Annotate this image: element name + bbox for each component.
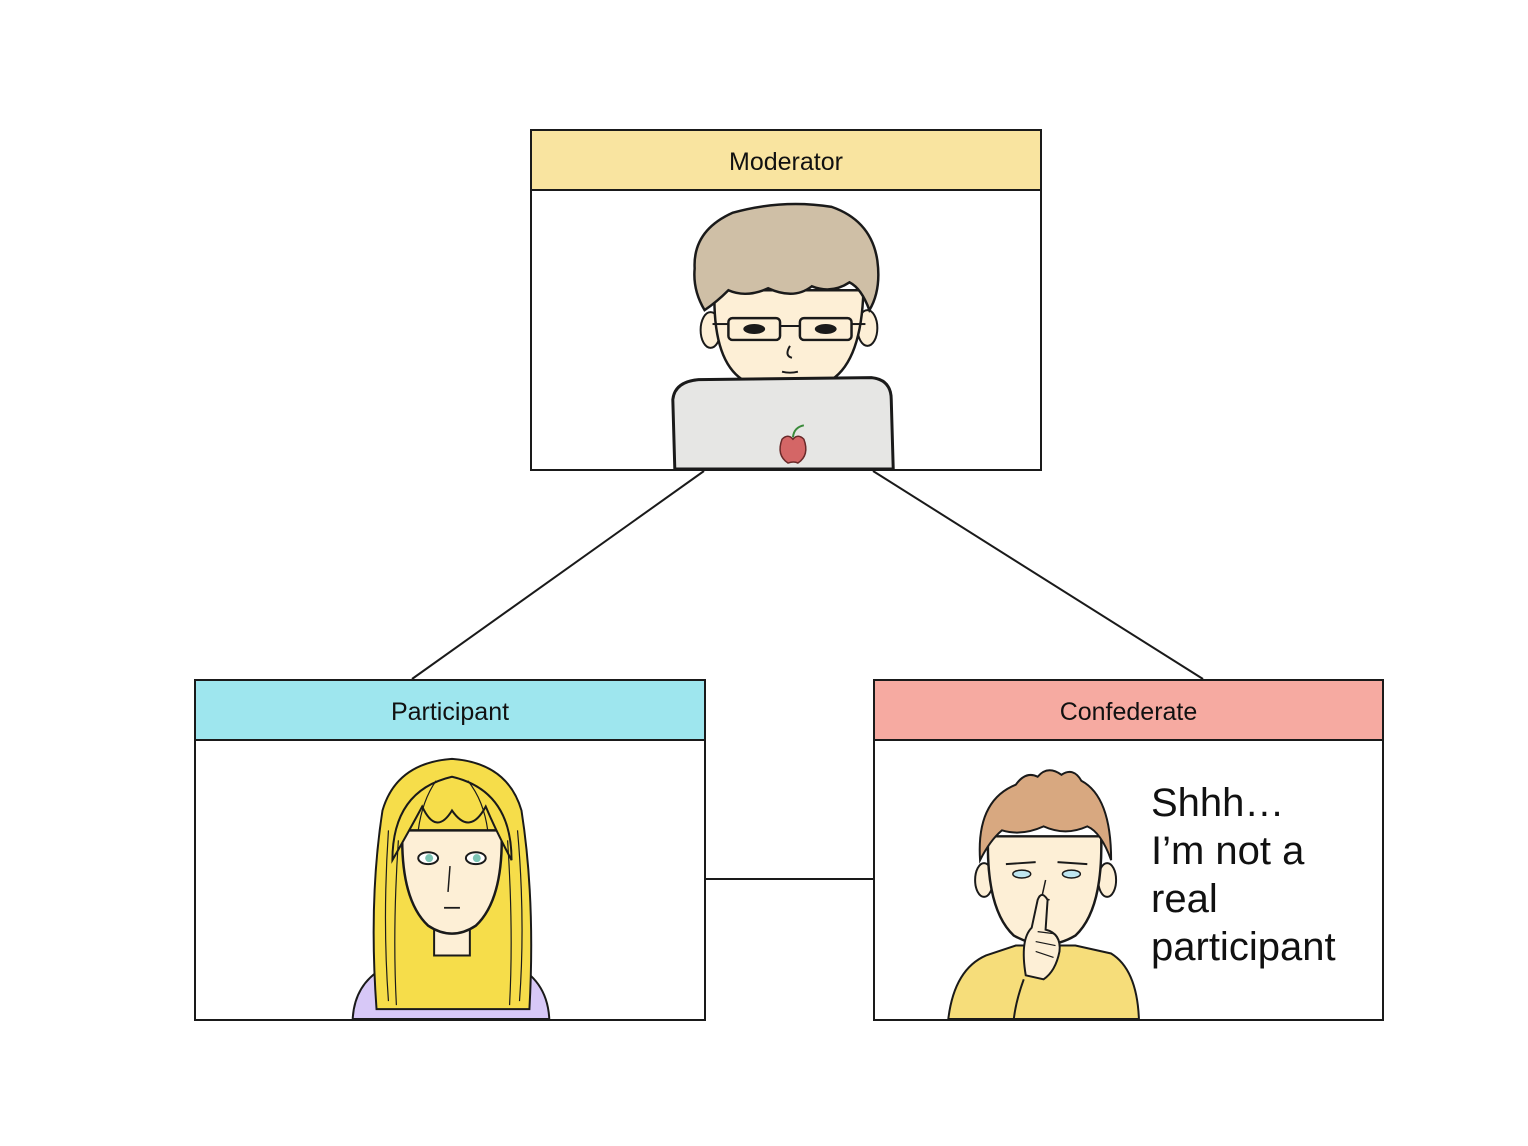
confederate-video: Shhh… I’m not a real participant bbox=[875, 741, 1382, 1019]
participant-video bbox=[196, 741, 704, 1019]
edge-moderator-participant bbox=[411, 470, 705, 680]
speech-line: I’m not a bbox=[1151, 829, 1305, 873]
confederate-label: Confederate bbox=[1059, 697, 1198, 726]
moderator-video bbox=[532, 191, 1040, 469]
confederate-panel: Confederate Shhh… I’ bbox=[873, 679, 1384, 1021]
moderator-label: Moderator bbox=[729, 147, 843, 176]
speech-line: real bbox=[1151, 877, 1218, 921]
speech-line: participant bbox=[1151, 925, 1336, 969]
moderator-avatar-icon bbox=[671, 202, 895, 469]
moderator-header: Moderator bbox=[532, 131, 1040, 191]
participant-panel: Participant bbox=[194, 679, 706, 1021]
speech-line: Shhh… bbox=[1151, 781, 1285, 825]
participant-header: Participant bbox=[196, 681, 704, 741]
participant-avatar-icon bbox=[351, 757, 551, 1019]
moderator-panel: Moderator bbox=[530, 129, 1042, 471]
participant-label: Participant bbox=[390, 697, 510, 726]
speech-text: Shhh… I’m not a real participant bbox=[1151, 779, 1381, 971]
edge-moderator-confederate bbox=[872, 470, 1204, 680]
confederate-avatar-icon bbox=[947, 769, 1140, 1019]
confederate-header: Confederate bbox=[875, 681, 1382, 741]
